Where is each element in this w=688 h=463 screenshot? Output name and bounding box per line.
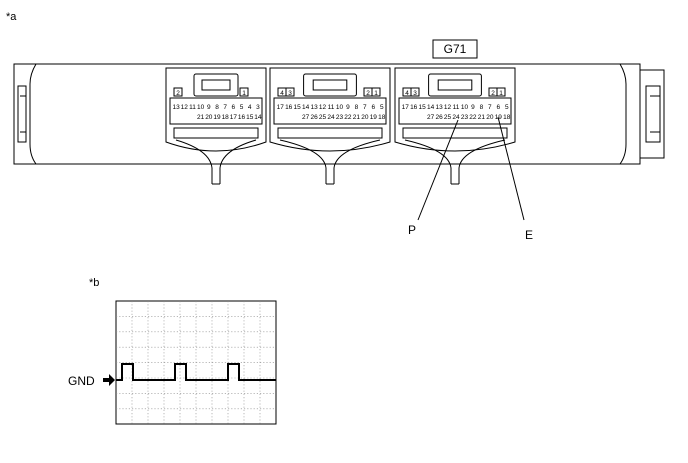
callout-label-e: E (525, 228, 533, 242)
pin-label: 11 (453, 104, 460, 111)
connector-id-box (432, 39, 478, 59)
pin-label: 11 (189, 104, 196, 111)
pin-label: 21 (197, 114, 205, 121)
pin-label: 14 (254, 114, 262, 121)
pin-label: 8 (480, 104, 484, 111)
pin-label: 16 (238, 114, 246, 121)
pin-label: 10 (461, 104, 469, 111)
pin-label: 14 (302, 104, 310, 111)
pin-label: 27 (427, 114, 435, 121)
pin-label: 22 (344, 114, 352, 121)
pin-label: 21 (353, 114, 361, 121)
pin-label: 13 (435, 104, 443, 111)
pin-label: 22 (469, 114, 477, 121)
pin-label: 7 (488, 104, 492, 111)
panel-b-tag: *b (89, 277, 99, 289)
pin-label: 25 (319, 114, 327, 121)
pin-label: 9 (346, 104, 350, 111)
pin-label: 4 (405, 90, 409, 97)
callout-label-p: P (408, 223, 416, 237)
pin-label: 4 (280, 90, 284, 97)
pin-label: 2 (491, 90, 495, 97)
pin-label: 6 (232, 104, 236, 111)
pin-label: 21 (478, 114, 486, 121)
pin-label: 20 (205, 114, 213, 121)
pin-label: 7 (223, 104, 227, 111)
pin-label: 23 (461, 114, 469, 121)
pin-label: 26 (435, 114, 443, 121)
pin-label: 9 (471, 104, 475, 111)
pin-label: 12 (181, 104, 189, 111)
pin-label: 23 (336, 114, 344, 121)
pin-label: 10 (197, 104, 205, 111)
pin-label: 5 (380, 104, 384, 111)
pin-label: 17 (230, 114, 238, 121)
pin-label: 15 (419, 104, 427, 111)
pin-label: 9 (207, 104, 211, 111)
pin-label: 13 (310, 104, 318, 111)
pin-label: 5 (505, 104, 509, 111)
oscilloscope-screen (115, 300, 277, 425)
pin-label: 8 (355, 104, 359, 111)
pin-label: 11 (328, 104, 335, 111)
pin-label: 3 (256, 104, 260, 111)
pin-label: 5 (240, 104, 244, 111)
pin-label: 15 (246, 114, 254, 121)
pin-label: 4 (248, 104, 252, 111)
pin-label: 12 (319, 104, 327, 111)
pin-label: 26 (310, 114, 318, 121)
pin-label: 2 (176, 90, 180, 97)
pin-label: 3 (413, 90, 417, 97)
pin-label: 2 (366, 90, 370, 97)
callout-line-p (417, 119, 459, 221)
pin-label: 14 (427, 104, 435, 111)
pin-label: 18 (378, 114, 386, 121)
pin-label: 10 (336, 104, 344, 111)
pin-label: 17 (277, 104, 285, 111)
pin-label: 1 (242, 90, 246, 97)
pin-label: 17 (402, 104, 410, 111)
waveform-trace (116, 363, 276, 381)
pin-label: 18 (222, 114, 230, 121)
pin-label: 16 (410, 104, 418, 111)
panel-a-tag: *a (6, 11, 17, 23)
ground-arrow-icon (103, 374, 115, 386)
ecu-housing (13, 63, 665, 165)
pin-label: 19 (370, 114, 378, 121)
pin-label: 1 (499, 90, 503, 97)
pin-label: 27 (302, 114, 310, 121)
pin-label: 24 (327, 114, 335, 121)
pin-label: 25 (444, 114, 452, 121)
connector-id-label: G71 (444, 42, 467, 56)
pin-label: 13 (172, 104, 180, 111)
pin-label: 20 (361, 114, 369, 121)
pin-label: 6 (371, 104, 375, 111)
pin-label: 15 (294, 104, 302, 111)
callout-line-e (497, 116, 525, 221)
pin-label: 20 (486, 114, 494, 121)
pin-label: 6 (496, 104, 500, 111)
pin-label: 3 (288, 90, 292, 97)
pin-label: 12 (444, 104, 452, 111)
pin-label: 1 (374, 90, 378, 97)
pin-label: 16 (285, 104, 293, 111)
pin-label: 19 (213, 114, 221, 121)
pin-label: 24 (452, 114, 460, 121)
pin-label: 18 (503, 114, 511, 121)
ground-label: GND (68, 374, 95, 388)
pin-label: 7 (363, 104, 367, 111)
connector-3: 1716151413121110987652726252423222120191… (394, 67, 516, 185)
pin-label: 8 (215, 104, 219, 111)
